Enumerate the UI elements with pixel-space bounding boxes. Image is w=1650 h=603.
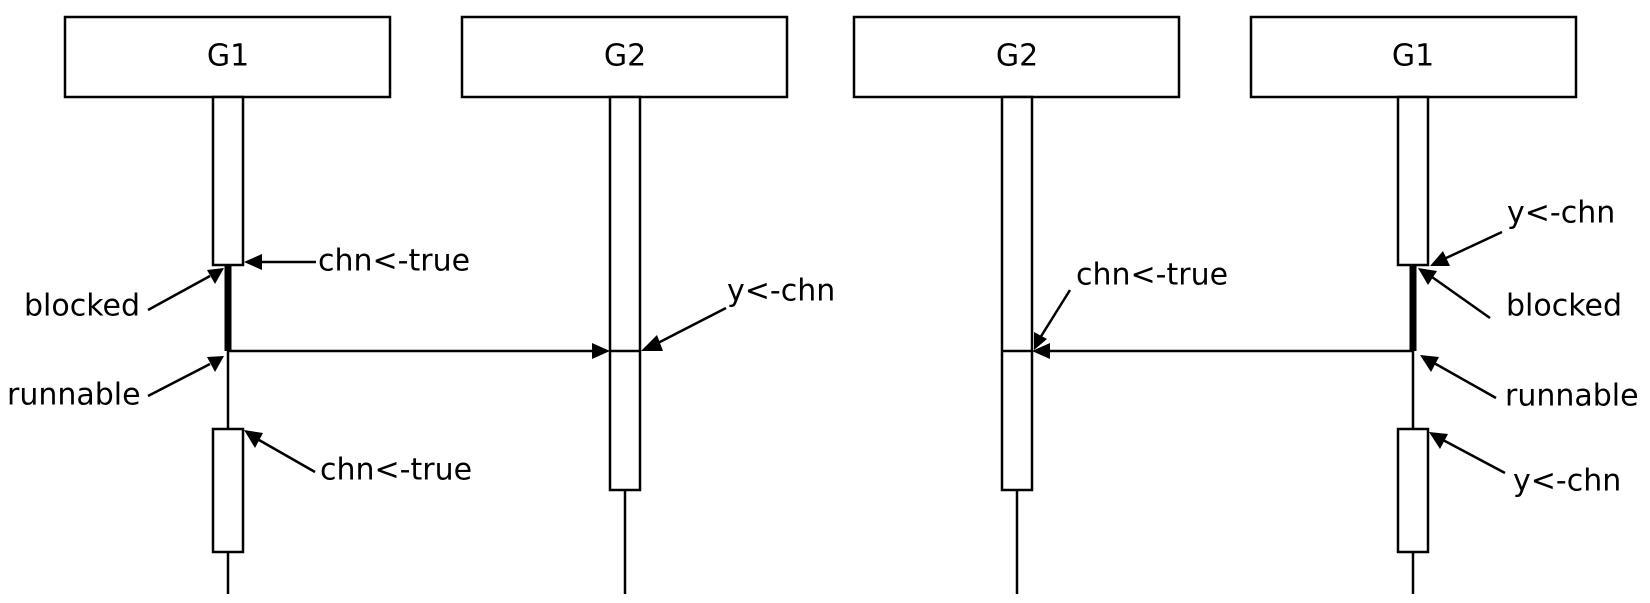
arrowhead <box>207 268 224 284</box>
annotation-send-true-2: chn<-true <box>320 453 472 488</box>
arrowhead <box>244 254 262 270</box>
lifeline-title: G1 <box>1392 39 1434 74</box>
annotation-blocked: blocked <box>24 289 140 324</box>
arrowhead <box>1429 432 1448 449</box>
lifeline-title: G2 <box>996 39 1038 74</box>
annotation-receive-right: y<-chn <box>1507 196 1615 231</box>
lifeline-header-g1-left: G1 <box>63 15 392 99</box>
activation-bar-g1-upper <box>211 95 245 267</box>
arrowhead <box>1032 343 1050 359</box>
arrowhead <box>244 430 263 448</box>
lifeline-header-g2-left: G2 <box>460 15 789 99</box>
annotation-receive-right-2: y<-chn <box>1513 464 1621 499</box>
arrowhead <box>207 356 224 372</box>
annotation-send-true-right: chn<-true <box>1076 258 1228 293</box>
arrowhead <box>1418 268 1437 285</box>
lifeline-header-g2-right: G2 <box>852 15 1181 99</box>
annotation-runnable-right: runnable <box>1505 379 1639 414</box>
activation-bar-g1-lower <box>211 427 245 554</box>
activation-bar-g1-lower-right <box>1396 427 1430 554</box>
annotation-blocked-right: blocked <box>1506 289 1622 324</box>
arrowhead <box>1430 251 1450 266</box>
annotation-runnable: runnable <box>7 378 141 413</box>
activation-bar-g2-right <box>1000 95 1034 492</box>
lifeline-title: G1 <box>207 39 249 74</box>
arrowhead <box>592 343 610 359</box>
arrowhead <box>641 335 663 351</box>
annotation-send-true: chn<-true <box>318 244 470 279</box>
activation-bar-g1-upper-right <box>1396 95 1430 267</box>
arrowhead <box>1034 332 1047 350</box>
arrowhead <box>1420 355 1439 372</box>
annotation-receive: y<-chn <box>727 274 835 309</box>
activation-bar-g2 <box>608 95 642 492</box>
lifeline-header-g1-right: G1 <box>1249 15 1578 99</box>
right-sequence: G2 G1 chn<-true y<-chn blocked <box>852 15 1639 594</box>
left-sequence: G1 G2 chn<-true blocked runnable <box>7 15 835 594</box>
lifeline-title: G2 <box>604 39 646 74</box>
